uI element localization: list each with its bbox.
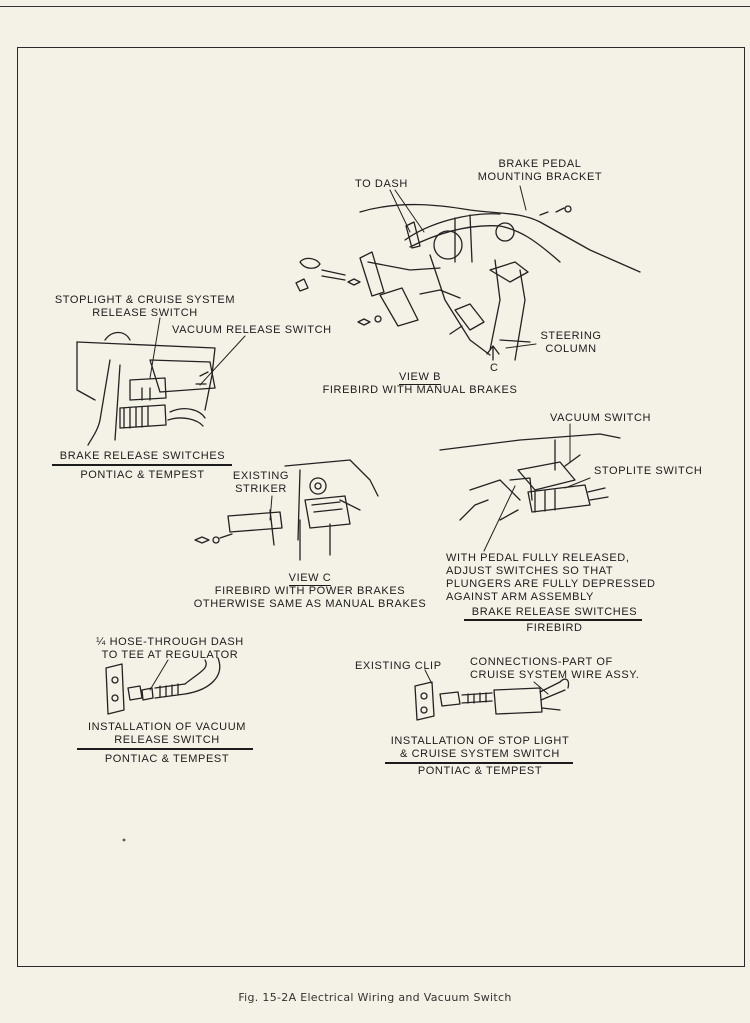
figure-caption: Fig. 15-2A Electrical Wiring and Vacuum … (238, 991, 512, 1004)
connections-line-2: CRUISE SYSTEM WIRE ASSY. (470, 669, 640, 681)
bracket-label-line-2: MOUNTING BRACKET (477, 171, 603, 183)
stop-install-title-2: & CRUISE SYSTEM SWITCH (400, 748, 560, 760)
firebird-release-rule (464, 619, 642, 621)
view-c-caption: VIEW C FIREBIRD WITH POWER BRAKES OTHERW… (185, 572, 435, 611)
pontiac-release-drawing (76, 331, 216, 446)
connections-label: CONNECTIONS-PART OF CRUISE SYSTEM WIRE A… (470, 656, 639, 682)
bracket-label-line-1: BRAKE PEDAL (498, 158, 582, 170)
brake-pedal-bracket-label: BRAKE PEDAL MOUNTING BRACKET (470, 158, 610, 184)
vacuum-install-title-2: RELEASE SWITCH (114, 734, 220, 746)
hose-line-1: ¼ HOSE-THROUGH DASH (96, 636, 244, 648)
vacuum-install-rule (77, 748, 253, 750)
pontiac-release-subtitle: PONTIAC & TEMPEST (80, 469, 205, 481)
note-line-1: WITH PEDAL FULLY RELEASED, (446, 552, 630, 564)
stoplight-switch-label: STOPLIGHT & CRUISE SYSTEM RELEASE SWITCH (45, 294, 245, 320)
stop-install-subtitle: PONTIAC & TEMPEST (417, 765, 543, 777)
steering-line-1: STEERING (540, 330, 602, 342)
steering-line-2: COLUMN (545, 343, 597, 355)
vacuum-install-subtitle: PONTIAC & TEMPEST (104, 753, 230, 765)
stoplight-line-2: RELEASE SWITCH (92, 307, 198, 319)
vacuum-install-title: INSTALLATION OF VACUUM RELEASE SWITCH (70, 721, 264, 747)
to-dash-label: TO DASH (355, 178, 408, 190)
firebird-release-drawing (439, 433, 621, 521)
existing-striker-label: EXISTING STRIKER (226, 470, 296, 496)
stop-install-rule (385, 762, 573, 764)
view-b-subtitle: FIREBIRD WITH MANUAL BRAKES (322, 384, 518, 396)
striker-line-1: EXISTING (232, 470, 290, 482)
steering-column-label: STEERING COLUMN (536, 330, 606, 356)
striker-line-2: STRIKER (235, 483, 287, 495)
existing-clip-label: EXISTING CLIP (355, 660, 442, 672)
stop-install-drawing (414, 678, 570, 721)
firebird-release-title: BRAKE RELEASE SWITCHES (471, 606, 638, 618)
stop-install-title-1: INSTALLATION OF STOP LIGHT (390, 735, 570, 747)
speck (122, 838, 126, 842)
hose-line-2: TO TEE AT REGULATOR (101, 649, 239, 661)
view-c-title: VIEW C (288, 572, 332, 586)
connections-line-1: CONNECTIONS-PART OF (470, 656, 613, 668)
view-b-caption: VIEW B FIREBIRD WITH MANUAL BRAKES (310, 371, 530, 397)
view-b-drawing (295, 203, 641, 361)
note-line-3: PLUNGERS ARE FULLY DEPRESSED (446, 578, 656, 590)
leader-lines (149, 185, 591, 695)
vacuum-install-drawing (105, 657, 221, 715)
vacuum-release-switch-label: VACUUM RELEASE SWITCH (172, 324, 332, 336)
view-c-drawing (194, 459, 379, 561)
note-line-2: ADJUST SWITCHES SO THAT (446, 565, 614, 577)
hose-label: ¼ HOSE-THROUGH DASH TO TEE AT REGULATOR (85, 636, 255, 662)
firebird-release-subtitle: FIREBIRD (526, 622, 583, 634)
figure-frame (17, 47, 745, 967)
top-rule (0, 6, 750, 7)
stop-install-title: INSTALLATION OF STOP LIGHT & CRUISE SYST… (380, 735, 580, 761)
pedal-adjust-note: WITH PEDAL FULLY RELEASED, ADJUST SWITCH… (446, 552, 656, 604)
view-c-subtitle-2: OTHERWISE SAME AS MANUAL BRAKES (193, 598, 427, 610)
view-c-arrow-letter: C (490, 362, 499, 374)
vacuum-switch-label: VACUUM SWITCH (550, 412, 652, 424)
stoplite-switch-label: STOPLITE SWITCH (594, 465, 703, 477)
note-line-4: AGAINST ARM ASSEMBLY (446, 591, 594, 603)
stoplight-line-1: STOPLIGHT & CRUISE SYSTEM (54, 294, 236, 306)
view-b-title: VIEW B (398, 371, 442, 385)
view-c-subtitle-1: FIREBIRD WITH POWER BRAKES (214, 585, 406, 597)
pontiac-release-title: BRAKE RELEASE SWITCHES (59, 450, 226, 462)
vacuum-install-title-1: INSTALLATION OF VACUUM (87, 721, 247, 733)
pontiac-release-rule (52, 464, 232, 466)
